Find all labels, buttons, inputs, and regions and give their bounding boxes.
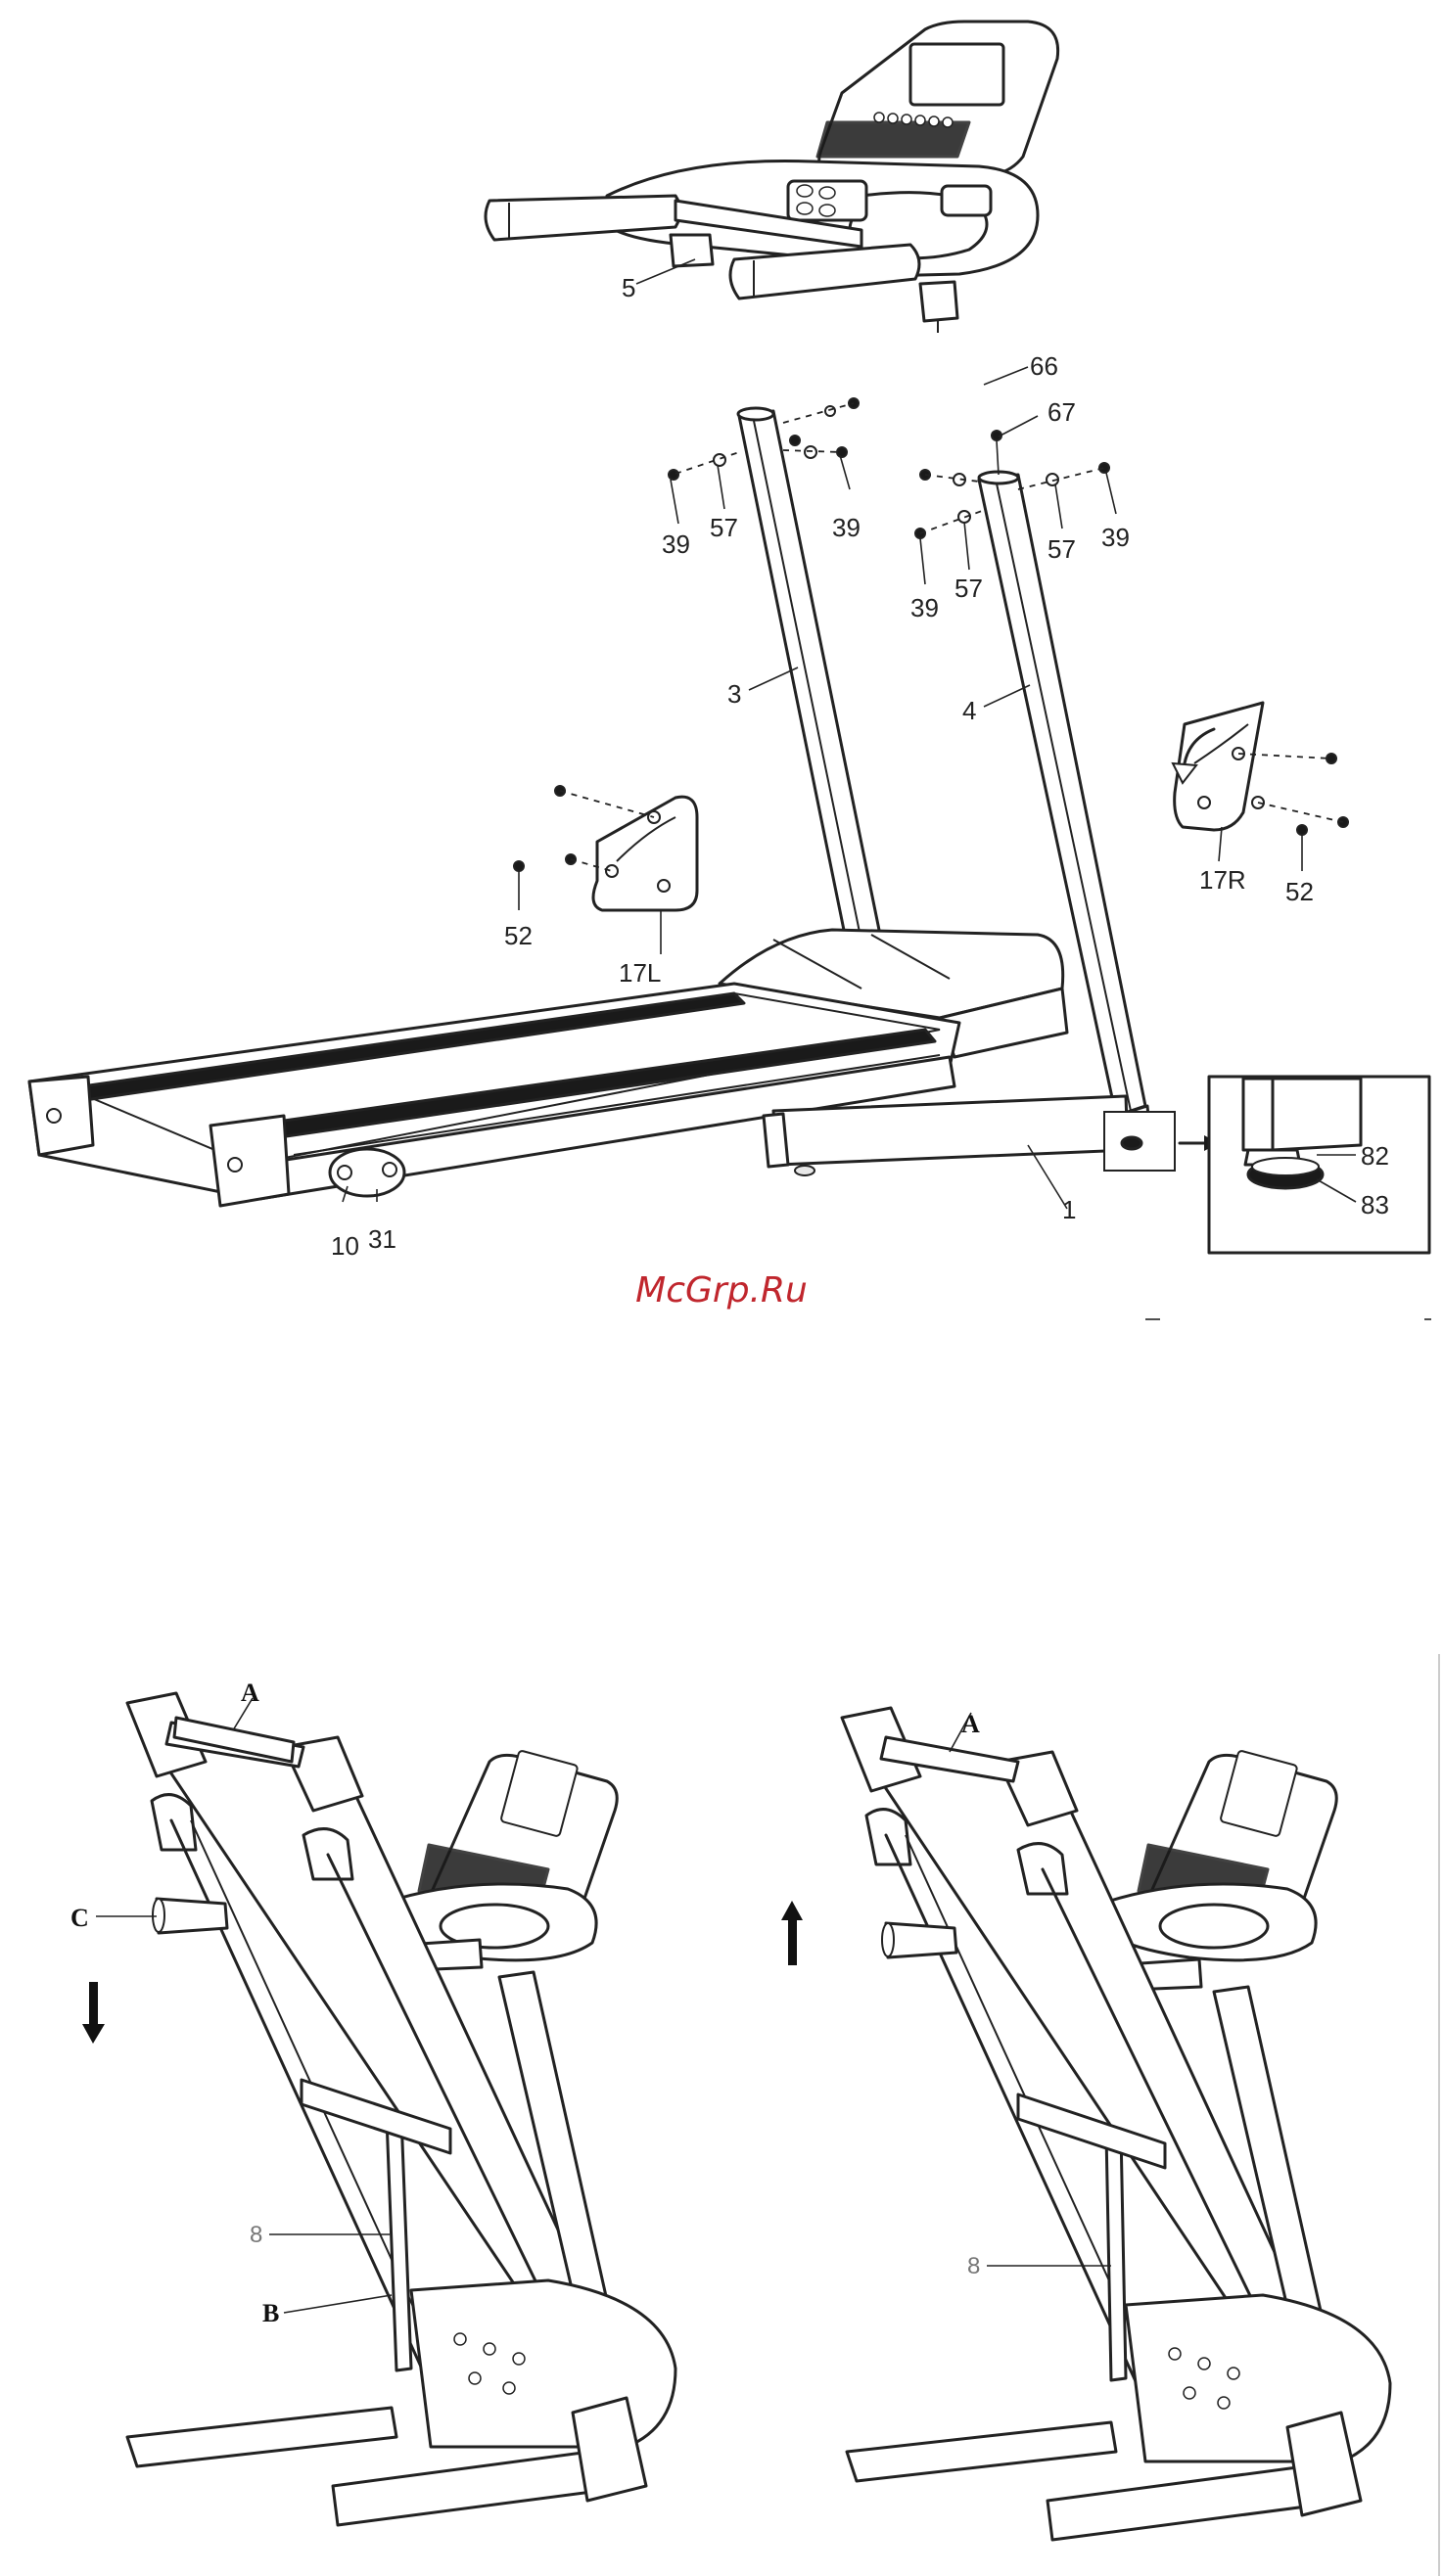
console-assembly — [486, 22, 1058, 333]
label-8: 8 — [250, 2222, 262, 2248]
label-part-57: 57 — [710, 513, 738, 542]
label-part-39: 39 — [832, 513, 861, 542]
label-8: 8 — [967, 2253, 980, 2279]
label-part-39: 39 — [910, 593, 939, 622]
label-part-17R: 17R — [1199, 865, 1246, 895]
label-part-39: 39 — [662, 529, 690, 559]
label-A: A — [961, 1710, 980, 1738]
folding-view-left: A C 8 B — [70, 1679, 675, 2525]
label-part-10: 10 — [331, 1231, 359, 1261]
arrow-up-icon — [781, 1901, 803, 1965]
label-part-57: 57 — [954, 574, 983, 603]
label-part-1: 1 — [1062, 1195, 1076, 1224]
label-part-52: 52 — [504, 921, 533, 950]
detail-inset-levelling-foot — [1209, 1077, 1429, 1253]
folding-view-right: A 8 — [781, 1654, 1439, 2576]
label-part-67: 67 — [1047, 397, 1076, 427]
label-part-31: 31 — [368, 1224, 396, 1254]
label-part-17L: 17L — [619, 958, 661, 988]
label-A: A — [241, 1679, 259, 1707]
side-cover-right — [1173, 703, 1348, 871]
exploded-assembly-view: 5 66 67 39 57 39 39 57 57 39 3 4 17L 52 … — [29, 22, 1431, 1319]
watermark-text: McGrp.Ru — [635, 1270, 808, 1311]
label-B: B — [262, 2299, 279, 2327]
label-C: C — [70, 1904, 89, 1932]
label-part-52: 52 — [1285, 877, 1314, 906]
label-part-57: 57 — [1047, 534, 1076, 564]
label-part-82: 82 — [1361, 1141, 1389, 1171]
label-part-66: 66 — [1030, 351, 1058, 381]
label-part-3: 3 — [727, 679, 741, 709]
side-cover-left — [514, 786, 697, 910]
label-part-83: 83 — [1361, 1190, 1389, 1219]
label-part-39: 39 — [1101, 523, 1130, 552]
label-part-5: 5 — [622, 273, 635, 302]
left-upright-tube — [738, 408, 881, 944]
arrow-down-icon — [82, 1982, 105, 2044]
label-part-4: 4 — [962, 696, 976, 725]
